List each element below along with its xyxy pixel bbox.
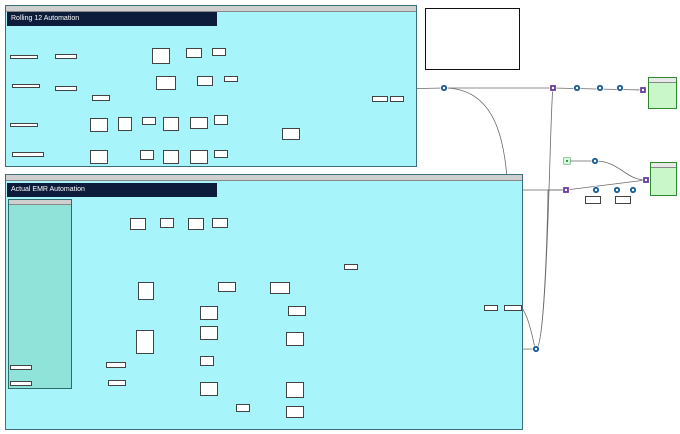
tool-annotation [136,330,154,354]
output-header[interactable] [651,163,676,168]
select-icon[interactable] [616,84,624,92]
tool-annotation [197,76,213,86]
output-container-2[interactable] [650,162,677,196]
select-icon[interactable] [440,84,448,92]
tool-annotation [160,218,174,228]
tool-annotation [118,117,132,131]
select-icon[interactable] [573,84,581,92]
container-title: Rolling 12 Automation [7,12,217,26]
tool-annotation [344,264,358,270]
tool-annotation [190,150,208,164]
tool-annotation [286,332,304,346]
join-icon[interactable] [549,84,557,92]
tool-annotation [163,150,179,164]
tool-annotation [10,55,38,59]
tool-annotation [188,218,204,230]
tool-annotation [214,150,228,158]
join-icon[interactable] [639,86,647,94]
tool-annotation [282,128,300,140]
tool-annotation [190,117,208,129]
subcontainer-header[interactable] [9,200,71,205]
input-data-icon[interactable] [563,157,571,165]
input-subcontainer[interactable] [8,199,72,389]
container-header-bar[interactable] [6,175,522,181]
output-header[interactable] [649,78,676,83]
connector-line[interactable] [535,87,554,350]
output-container-1[interactable] [648,77,677,109]
select-icon[interactable] [613,186,621,194]
tool-annotation [286,382,304,398]
comment-box[interactable] [425,8,520,70]
tool-annotation [12,84,40,88]
tool-annotation [200,326,218,340]
connector-line[interactable] [567,160,647,181]
tool-annotation [288,306,306,316]
tool-annotation [108,380,126,386]
tool-annotation [163,117,179,131]
tool-annotation [90,150,108,164]
tool-annotation [130,218,146,230]
tool-annotation [484,305,498,311]
tool-annotation [218,282,236,292]
select-icon[interactable] [596,84,604,92]
tool-annotation [212,48,226,56]
tool-annotation [504,305,522,311]
tool-annotation [286,406,304,418]
tool-annotation [224,76,238,82]
tool-annotation [214,115,228,125]
tool-annotation [156,76,176,90]
tool-annotation [236,404,250,412]
tool-annotation [200,382,218,396]
join-icon[interactable] [562,186,570,194]
tool-annotation [92,95,110,101]
tool-annotation [372,96,388,102]
tool-annotation [200,306,218,320]
tool-annotation [152,48,170,64]
tool-annotation [90,118,108,132]
tool-annotation [142,117,156,125]
connector-line[interactable] [535,189,566,350]
tool-annotation [140,150,154,160]
select-icon[interactable] [629,186,637,194]
tool-annotation [186,48,202,58]
tool-annotation [12,152,44,157]
tool-annotation [10,123,38,127]
tool-annotation [55,54,77,59]
select-icon[interactable] [591,157,599,165]
container-rolling-12[interactable] [5,5,417,167]
tool-annotation [55,86,77,91]
tool-annotation [270,282,290,294]
tool-annotation [390,96,404,102]
container-title: Actual EMR Automation [7,183,217,197]
tool-annotation [10,381,32,386]
container-header-bar[interactable] [6,6,416,12]
container-actual-emr[interactable] [5,174,523,430]
tool-annotation [212,218,228,228]
tool-annotation [10,365,32,370]
tool-annotation [200,356,214,366]
select-icon[interactable] [532,345,540,353]
select-icon[interactable] [592,186,600,194]
tool-annotation [615,196,631,204]
tool-annotation [585,196,601,204]
join-icon[interactable] [642,176,650,184]
tool-annotation [106,362,126,368]
tool-annotation [138,282,154,300]
